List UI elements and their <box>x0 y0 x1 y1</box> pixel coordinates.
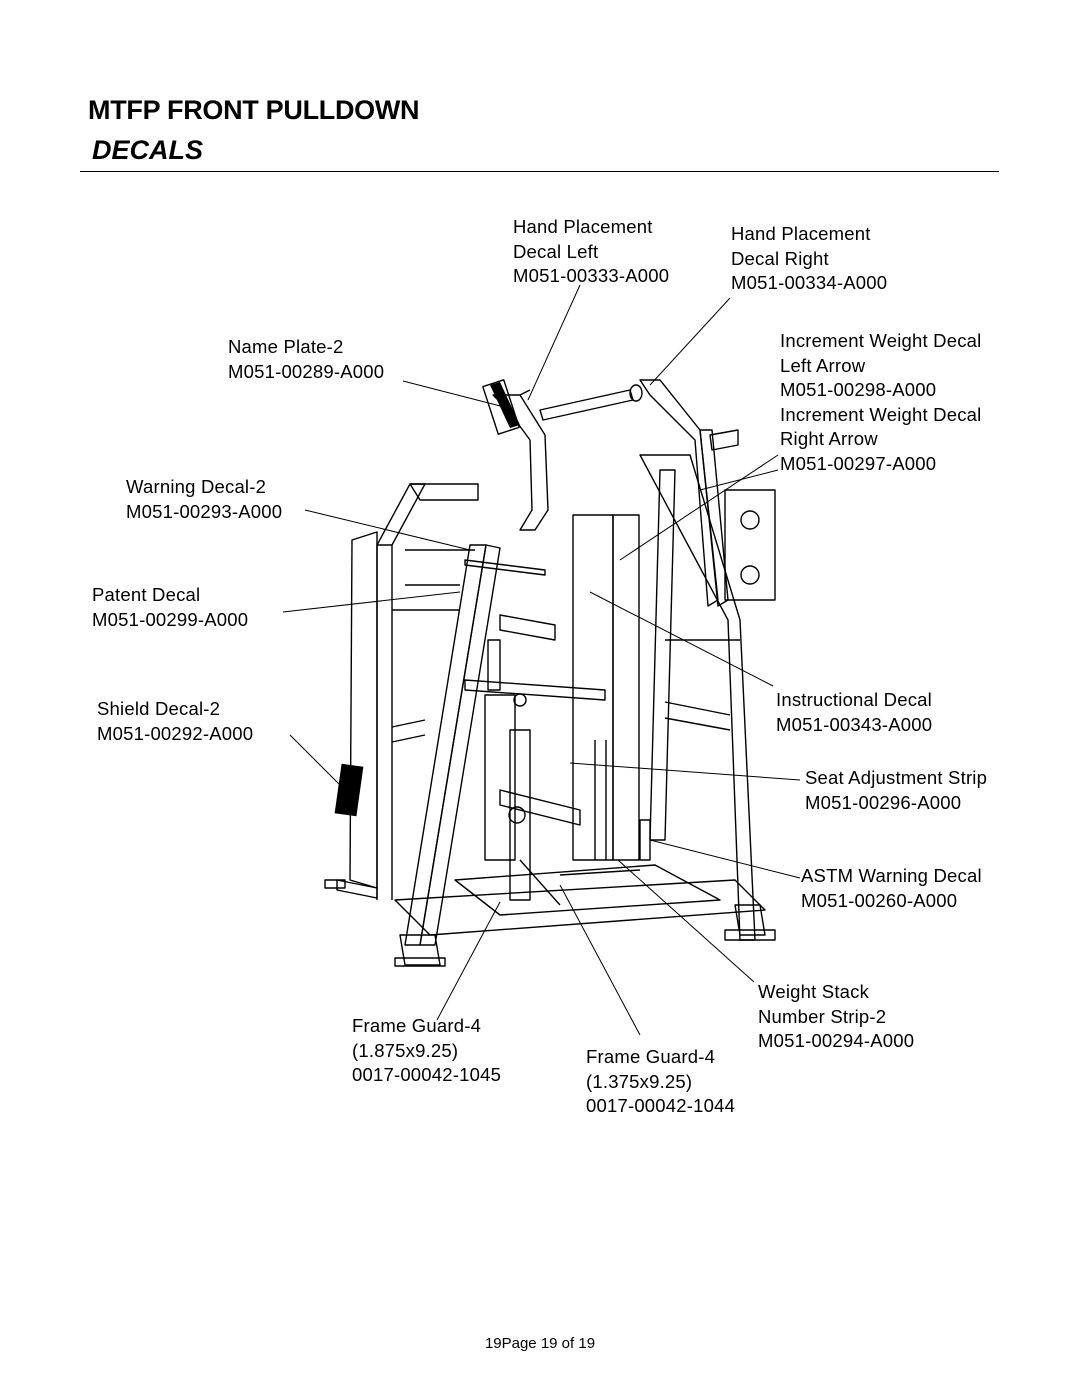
callout-weight-stack-strip: Weight Stack Number Strip-2 M051-00294-A… <box>758 980 914 1054</box>
callout-part-number: M051-00289-A000 <box>228 360 385 382</box>
header-rule <box>80 171 999 172</box>
callout-line: Seat Adjustment Strip <box>805 767 988 788</box>
callout-line: Hand Placement <box>513 216 653 237</box>
callout-line: Name Plate-2 <box>228 336 344 357</box>
callout-increment-weight: Increment Weight Decal Left Arrow M051-0… <box>780 329 981 476</box>
callout-line: Right Arrow <box>780 428 878 449</box>
callout-part-number: 0017-00042-1044 <box>586 1095 736 1116</box>
callout-line: Decal Right <box>731 247 829 269</box>
callout-warning-decal: Warning Decal-2 M051-00293-A000 <box>126 475 282 524</box>
callout-line: Frame Guard-4 <box>586 1046 716 1067</box>
page-title: MTFP FRONT PULLDOWN <box>88 95 420 125</box>
callout-part-number: M051-00298-A000 <box>780 379 937 400</box>
callout-part-number: M051-00299-A000 <box>92 608 249 630</box>
callout-part-number: 0017-00042-1045 <box>352 1064 502 1085</box>
callout-line: Decal Left <box>513 240 599 262</box>
callout-part-number: M051-00297-A000 <box>780 452 937 474</box>
callout-line: Patent Decal <box>92 584 201 605</box>
callout-patent-decal: Patent Decal M051-00299-A000 <box>92 583 248 632</box>
callout-part-number: M051-00343-A000 <box>776 713 933 735</box>
callout-line: Weight Stack <box>758 981 870 1002</box>
callout-part-number: M051-00296-A000 <box>805 791 962 813</box>
callout-line: Left Arrow <box>780 354 866 376</box>
callout-line: Shield Decal-2 <box>97 698 221 719</box>
callout-line: Increment Weight Decal <box>780 403 982 425</box>
callout-part-number: M051-00293-A000 <box>126 500 283 522</box>
callout-part-number: M051-00333-A000 <box>513 265 670 286</box>
callout-dimensions: (1.375x9.25) <box>586 1070 693 1092</box>
callout-part-number: M051-00260-A000 <box>801 889 958 911</box>
callout-frame-guard-large: Frame Guard-4 (1.875x9.25) 0017-00042-10… <box>352 1014 501 1088</box>
callout-part-number: M051-00334-A000 <box>731 272 888 293</box>
callout-seat-adjustment-strip: Seat Adjustment Strip M051-00296-A000 <box>805 766 987 815</box>
page-footer: 19Page 19 of 19 <box>484 1335 596 1352</box>
callout-line: Hand Placement <box>731 223 871 244</box>
callout-part-number: M051-00292-A000 <box>97 722 254 744</box>
callout-line: Warning Decal-2 <box>126 476 267 497</box>
callout-line: ASTM Warning Decal <box>801 865 982 886</box>
callout-line: Number Strip-2 <box>758 1005 887 1027</box>
callout-hand-placement-right: Hand Placement Decal Right M051-00334-A0… <box>731 222 887 296</box>
callout-part-number: M051-00294-A000 <box>758 1030 915 1051</box>
callout-name-plate: Name Plate-2 M051-00289-A000 <box>228 335 384 384</box>
section-subtitle: DECALS <box>92 135 204 165</box>
callout-hand-placement-left: Hand Placement Decal Left M051-00333-A00… <box>513 215 669 289</box>
callout-line: Instructional Decal <box>776 689 932 710</box>
callout-shield-decal: Shield Decal-2 M051-00292-A000 <box>97 697 253 746</box>
callout-line: Increment Weight Decal <box>780 330 982 351</box>
callout-astm-warning-decal: ASTM Warning Decal M051-00260-A000 <box>801 864 982 913</box>
callout-dimensions: (1.875x9.25) <box>352 1039 459 1061</box>
callout-line: Frame Guard-4 <box>352 1015 482 1036</box>
callout-frame-guard-small: Frame Guard-4 (1.375x9.25) 0017-00042-10… <box>586 1045 735 1119</box>
callout-instructional-decal: Instructional Decal M051-00343-A000 <box>776 688 932 737</box>
